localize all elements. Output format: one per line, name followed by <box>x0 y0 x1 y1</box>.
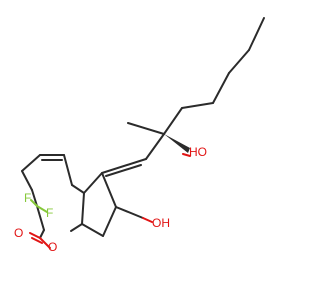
cyclopentane-ring <box>81 172 144 237</box>
ring-oxygen-label: O <box>48 240 57 254</box>
hydroxyl-side-chain-label: HO <box>189 145 207 159</box>
lactone-ring <box>21 154 85 239</box>
heteroatom-bonds <box>29 153 191 249</box>
tertiary-alcohol-center <box>127 122 190 160</box>
wedge-bond <box>164 134 190 153</box>
trans-alkene <box>101 158 147 177</box>
carbonyl-oxygen-label: O <box>14 226 23 240</box>
pentyl-chain <box>163 17 265 135</box>
hydroxyl-ring-label: OH <box>152 216 170 230</box>
molecule-structure: HO OH F F O O <box>14 17 265 254</box>
fluorine-upper-label: F <box>24 191 31 205</box>
fluorine-lower-label: F <box>46 206 53 220</box>
